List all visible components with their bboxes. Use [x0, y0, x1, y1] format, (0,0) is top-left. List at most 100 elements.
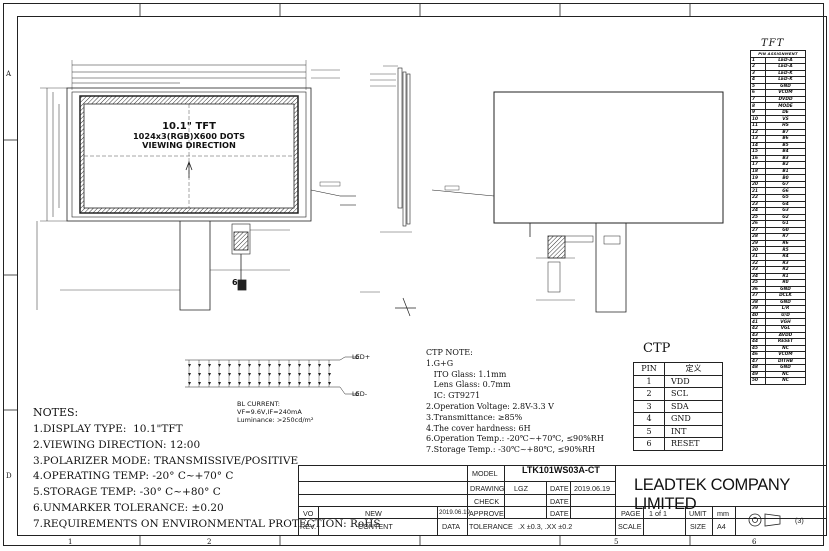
tb-approve-date: 2019.06.19 — [439, 509, 470, 516]
ctp-pin-number: 3 — [633, 399, 665, 413]
tft-pin-signal: B5 — [765, 141, 806, 150]
tft-pin-signal: R5 — [765, 246, 806, 254]
tft-pin-signal: B6 — [765, 135, 806, 143]
ctp-header-definition: 定义 — [664, 362, 723, 376]
ctp-pin-signal: SDA — [664, 399, 723, 413]
zone-number-5: 5 — [614, 538, 619, 546]
drawing-resolution-label: 1024x3(RGB)X600 DOTS — [132, 130, 245, 141]
tb-date-label: DATE — [550, 484, 569, 493]
tb-model-value: LTK101WS03A-CT — [522, 465, 600, 475]
tb-line — [643, 506, 644, 536]
tb-check-label: CHECK — [474, 497, 500, 506]
ctp-pin-signal: RESET — [664, 437, 723, 451]
tb-line — [298, 465, 299, 536]
tb-content-label: CONTENT — [358, 522, 393, 531]
tb-model-label: MODEL — [472, 469, 498, 478]
tb-line — [735, 506, 736, 536]
ctp-pin-number: 1 — [633, 374, 665, 388]
company-name: LEADTEK COMPANY LIMITED — [634, 476, 790, 513]
ctp-table-title: CTP — [643, 341, 671, 356]
tft-pin-signal: B7 — [765, 128, 806, 137]
zone-number-2: 2 — [207, 538, 212, 546]
sheet-inner-border — [17, 16, 827, 536]
fpc-pin-label: 6 — [232, 278, 238, 287]
tft-pin-signal: B0 — [765, 174, 806, 182]
tb-projection-label: (3) — [795, 516, 804, 525]
ctp-header-pin: PIN — [633, 362, 665, 376]
tft-pin-signal: G2 — [765, 213, 806, 222]
tft-pin-signal: G5 — [765, 194, 806, 202]
zone-letter-a: A — [6, 70, 12, 78]
ctp-pin-number: 4 — [633, 412, 665, 426]
notes-body: 1.DISPLAY TYPE: 10.1"TFT 2.VIEWING DIREC… — [33, 423, 381, 530]
tft-pin-signal: B2 — [765, 161, 806, 169]
tb-unit-label: UMIT — [689, 509, 707, 518]
tb-rev-label: REV. — [300, 522, 317, 531]
tb-line — [298, 481, 615, 482]
ctp-pin-signal: GND — [664, 412, 723, 426]
backlight-spec: BL CURRENT: VF=9.6V,IF=240mA Luminance: … — [237, 400, 314, 424]
tb-line — [298, 465, 827, 466]
tb-line — [685, 506, 686, 536]
tb-tolerance-value: .X ±0.3, .XX ±0.2 — [518, 522, 573, 531]
tb-vo-label: VO — [303, 509, 314, 518]
sheet-outer-border — [3, 3, 824, 546]
ctp-pin-number: 6 — [633, 437, 665, 451]
tb-line — [504, 465, 505, 519]
tb-line — [546, 481, 547, 518]
tb-drawing-value: LGZ — [514, 484, 528, 493]
tft-pin-signal: B4 — [765, 148, 806, 156]
tft-pin-signal: G3 — [765, 207, 806, 215]
tb-size-value: A4 — [717, 522, 726, 531]
tb-data-label: DATA — [442, 522, 461, 531]
tft-pin-signal: G7 — [765, 180, 806, 189]
ctp-note: CTP NOTE: 1.G+G ITO Glass: 1.1mm Lens Gl… — [426, 348, 604, 455]
tb-page-label: PAGE — [621, 509, 641, 518]
tb-line — [298, 518, 827, 519]
tb-drawing-label: DRAWING — [470, 484, 505, 493]
tb-approve-label: APPROVE — [469, 509, 504, 518]
tb-line — [615, 465, 616, 536]
tft-pin-signal: R6 — [765, 239, 806, 248]
zone-number-1: 1 — [68, 538, 73, 546]
tb-line — [467, 465, 468, 536]
drawing-viewing-label: VIEWING DIRECTION — [142, 140, 236, 150]
drawing-size-label: 10.1" TFT — [162, 121, 216, 132]
zone-number-6: 6 — [752, 538, 757, 546]
tb-date3-label: DATE — [550, 509, 569, 518]
ctp-pin-signal: INT — [664, 424, 723, 438]
drawing-label-block: 10.1" TFT 1024x3(RGB)X600 DOTS VIEWING D… — [130, 122, 248, 151]
tb-line — [437, 506, 438, 536]
tb-line — [318, 506, 319, 536]
tft-pin-signal: R7 — [765, 233, 806, 241]
ctp-pin-number: 2 — [633, 387, 665, 401]
tft-pin-signal: NC — [765, 377, 806, 385]
tb-line — [712, 506, 713, 536]
tb-date-value: 2019.06.19 — [574, 484, 610, 493]
tft-pin-signal: G1 — [765, 220, 806, 228]
tft-pin-signal: G6 — [765, 187, 806, 195]
tb-scale-label: SCALE — [618, 522, 642, 531]
